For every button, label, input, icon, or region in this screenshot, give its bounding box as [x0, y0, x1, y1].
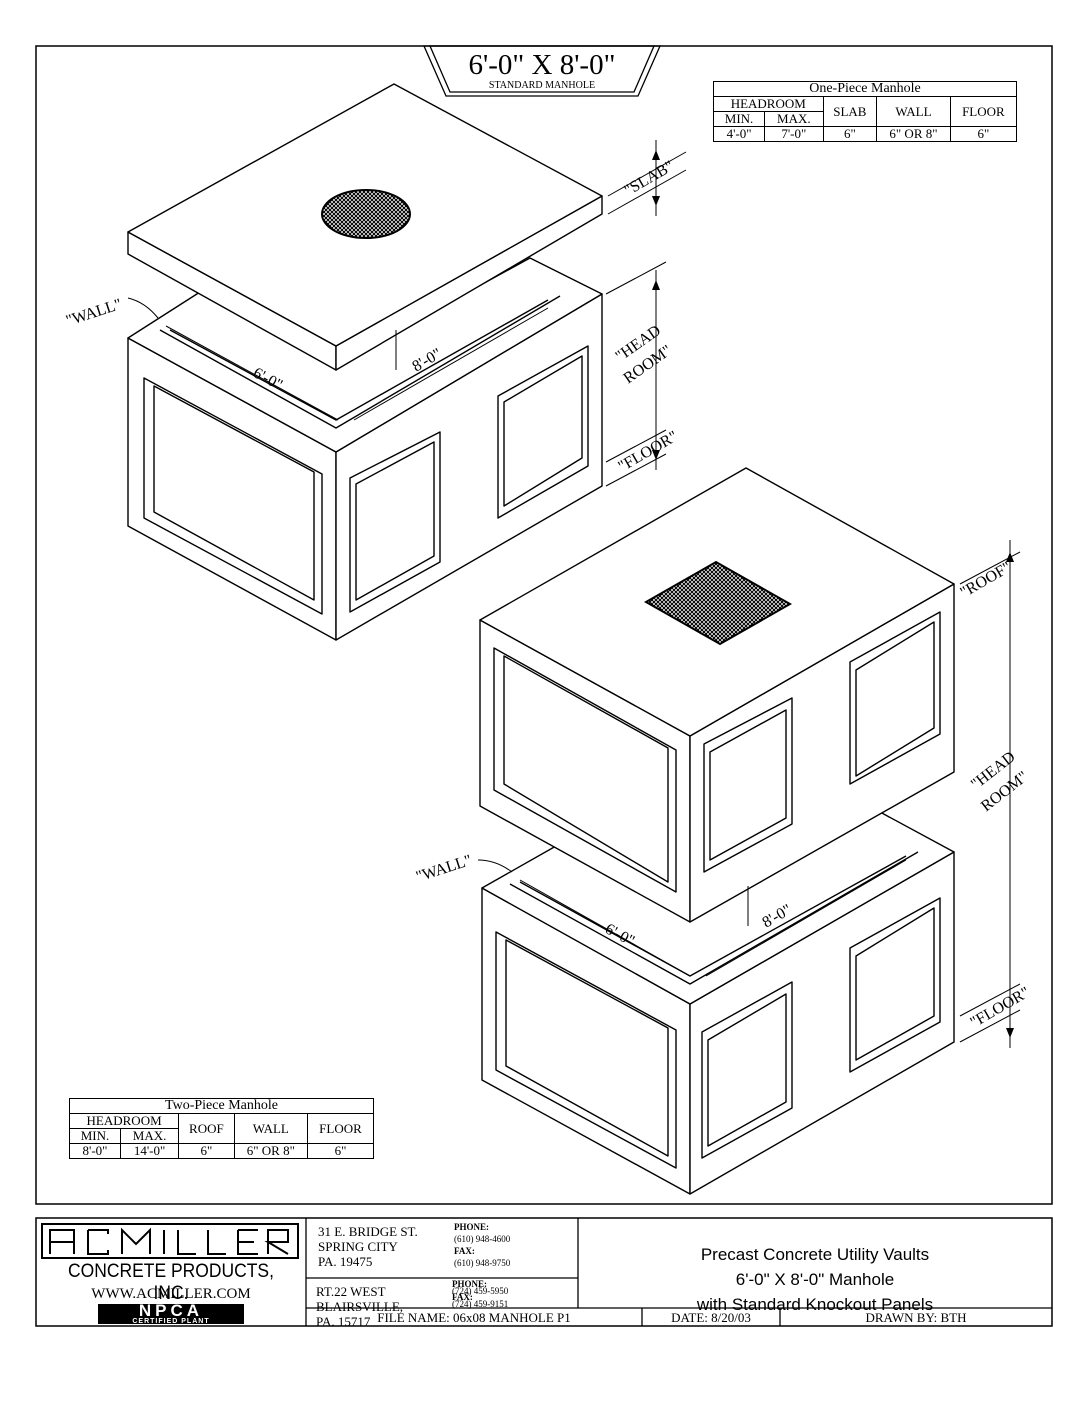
two-piece-headroom: HEADROOM [68, 1113, 180, 1129]
two-piece-floor-head: FLOOR [306, 1113, 375, 1144]
addr1-line1: 31 E. BRIDGE ST. [318, 1224, 418, 1239]
round-grate-icon [321, 189, 411, 239]
fax1-label: FAX: [454, 1246, 475, 1256]
desc-line1: Precast Concrete Utility Vaults [700, 1245, 930, 1264]
one-piece-max-value: 7'-0" [764, 126, 824, 142]
addr2-line3: PA. 15717 [316, 1314, 371, 1329]
two-piece-roof-head: ROOF [178, 1113, 235, 1144]
npca-text: NPCA [138, 1301, 204, 1320]
two-piece-roof-value: 6" [178, 1143, 235, 1159]
fax1: (610) 948-9750 [454, 1258, 511, 1268]
slab-label: "SLAB" [622, 158, 677, 200]
addr2-line2: BLAIRSVILLE, [316, 1299, 404, 1314]
two-piece-wall-value: 6" OR 8" [233, 1143, 308, 1159]
two-piece-max-value: 14'-0" [119, 1143, 180, 1159]
one-piece-wall-value: 6" OR 8" [876, 126, 951, 142]
npca-certified: CERTIFIED PLANT [132, 1318, 210, 1325]
company-name: CONCRETE PRODUCTS, INC. [68, 1261, 274, 1304]
desc-line3: with Standard Knockout Panels [696, 1295, 934, 1314]
square-grate-icon [643, 560, 793, 646]
address-spring-city: 31 E. BRIDGE ST. SPRING CITY PA. 19475 [318, 1224, 418, 1269]
npca-logo: NPCA CERTIFIED PLANT [98, 1301, 244, 1325]
two-piece-max-head: MAX. [119, 1128, 180, 1144]
one-piece-base [127, 257, 603, 641]
desc-line2: 6'-0" X 8'-0" Manhole [735, 1270, 895, 1289]
contact-blairsville: PHONE: (724) 459-5950 FAX: (724) 459-915… [452, 1279, 509, 1309]
header-plate [423, 45, 661, 97]
one-piece-min-value: 4'-0" [712, 126, 766, 142]
one-piece-wall-head: WALL [876, 96, 951, 127]
two-piece-base [481, 811, 955, 1195]
one-piece-min-head: MIN. [712, 111, 766, 127]
one-piece-slab-value: 6" [822, 126, 878, 142]
two-piece-min-head: MIN. [69, 1128, 121, 1144]
two-piece-floor-value: 6" [306, 1143, 375, 1159]
one-piece-max-head: MAX. [764, 111, 824, 127]
address-blairsville: RT.22 WEST BLAIRSVILLE, PA. 15717 [316, 1284, 403, 1329]
phone2: (724) 459-5950 [452, 1285, 509, 1296]
title-block-grid [305, 1218, 1052, 1326]
wall-label-top: "WALL" [64, 296, 124, 330]
floor-label-bot: "FLOOR" [968, 984, 1033, 1031]
two-piece-table: Two-Piece Manhole HEADROOM ROOF WALL FLO… [68, 1098, 375, 1159]
roof-label: "ROOF" [958, 559, 1015, 602]
one-piece-headroom: HEADROOM [713, 96, 824, 112]
two-piece-top-box [479, 467, 955, 923]
drawn-by: DRAWN BY: BTH [865, 1310, 967, 1325]
drawing-description: Precast Concrete Utility Vaults 6'-0" X … [580, 1242, 1050, 1317]
ac-miller-logo-icon [41, 1223, 299, 1259]
fax2-label: FAX: [452, 1292, 473, 1302]
dimension-arrows [652, 150, 1014, 1038]
drawing-subtitle: STANDARD MANHOLE [488, 80, 596, 91]
one-piece-caption: One-Piece Manhole [713, 81, 1017, 97]
phone1: (610) 948-4600 [454, 1234, 511, 1244]
company-logo [40, 1220, 302, 1262]
two-piece-caption: Two-Piece Manhole [69, 1098, 374, 1114]
two-piece-min-value: 8'-0" [69, 1143, 121, 1159]
drawing-title-box: 6'-0" X 8'-0" STANDARD MANHOLE [440, 50, 644, 91]
contact-spring-city: PHONE: (610) 948-4600 FAX: (610) 948-975… [454, 1221, 510, 1269]
one-piece-table: One-Piece Manhole HEADROOM SLAB WALL FLO… [712, 81, 1018, 142]
phone1-label: PHONE: [454, 1222, 489, 1232]
one-piece-floor-value: 6" [949, 126, 1018, 142]
drawing-title: 6'-0" X 8'-0" [468, 49, 616, 81]
wall-label-bot: "WALL" [414, 852, 474, 886]
drawing-date: DATE: 8/20/03 [671, 1310, 751, 1325]
one-piece-floor-head: FLOOR [949, 96, 1018, 127]
file-name: FILE NAME: 06x08 MANHOLE P1 [377, 1310, 571, 1325]
company-website: WWW.ACMILLER.COM [91, 1286, 251, 1302]
addr1-line3: PA. 19475 [318, 1254, 373, 1269]
two-piece-wall-head: WALL [233, 1113, 308, 1144]
phone2-label: PHONE: [452, 1279, 487, 1289]
fax2: (724) 459-9151 [452, 1298, 509, 1309]
title-block-border [35, 1217, 1053, 1327]
addr1-line2: SPRING CITY [318, 1239, 398, 1254]
one-piece-slab-head: SLAB [822, 96, 878, 127]
addr2-line1: RT.22 WEST [316, 1284, 386, 1299]
